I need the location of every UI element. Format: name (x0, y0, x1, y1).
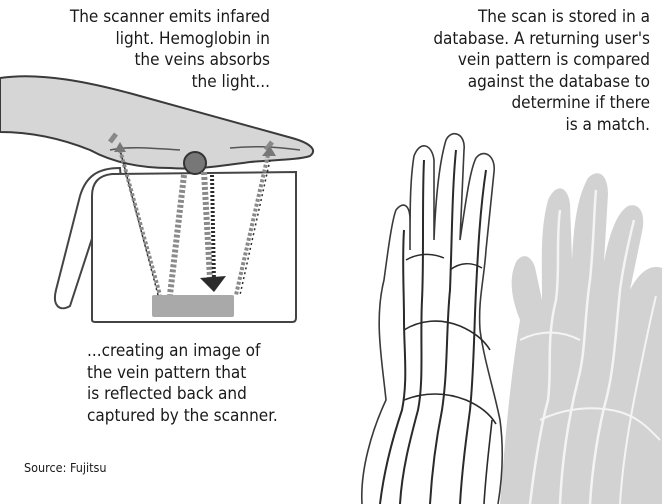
caption-infrared-emission: The scanner emits infared light. Hemoglo… (70, 7, 270, 93)
source-credit: Source: Fujitsu (24, 460, 107, 476)
caption-database-match: The scan is stored in a database. A retu… (433, 7, 650, 136)
sensor-pad (152, 295, 234, 317)
scanned-vein-hand (362, 134, 502, 504)
caption-image-capture: ...creating an image of the vein pattern… (87, 341, 278, 427)
fingertip-marker (184, 152, 206, 174)
stored-vein-hand (500, 173, 662, 504)
